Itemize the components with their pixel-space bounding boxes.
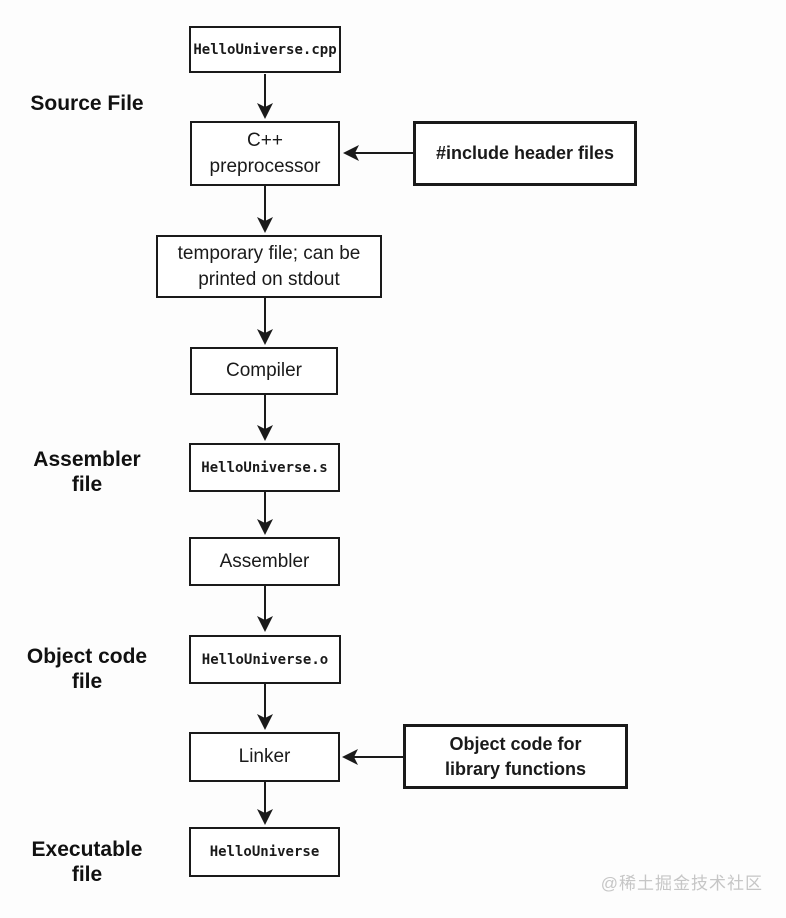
flow-box-compiler-text: Compiler [225,360,303,381]
stage-label-executable-file: Executable file [7,837,167,887]
flow-box-object-file-text: HelloUniverse.o [201,651,329,668]
stage-label-object-code-file: Object code file [7,644,167,694]
flow-box-linker-text: Linker [238,746,291,767]
flow-box-preprocessor: C++ preprocessor [190,121,340,186]
stage-label-source-file-line1: Source File [30,92,144,115]
flow-box-assembler-file-text: HelloUniverse.s [201,459,328,476]
stage-label-assembler-file-line1: Assembler [33,448,141,471]
side-box-include-headers-text: #include header files [435,143,615,163]
watermark-text: @稀土掘金技术社区 [600,874,763,893]
flow-box-object-file: HelloUniverse.o [189,635,341,684]
flow-box-compiler: Compiler [190,347,338,395]
flow-box-temp-file-text: temporary file; can be printed on stdout [177,242,361,290]
stage-label-object-code-file-line1: Object code [26,645,148,668]
flow-box-executable-text: HelloUniverse [209,844,320,860]
flow-box-linker: Linker [189,732,340,782]
flow-box-source-file: HelloUniverse.cpp [189,26,341,73]
stage-label-object-code-file-line2: file [71,670,103,693]
flow-box-assembler-file: HelloUniverse.s [189,443,340,492]
side-box-include-headers: #include header files [413,121,637,186]
flow-box-assembler: Assembler [189,537,340,586]
stage-label-assembler-file-line2: file [71,473,103,496]
stage-label-executable-file-line2: file [71,863,103,886]
flow-box-preprocessor-text: C++ preprocessor [209,129,321,177]
side-box-library-object-code-text: Object code for library functions [444,733,587,779]
flow-box-assembler-text: Assembler [219,550,310,572]
flow-box-temp-file: temporary file; can be printed on stdout [156,235,382,298]
stage-label-executable-file-line1: Executable [31,838,143,861]
side-box-library-object-code: Object code for library functions [403,724,628,789]
stage-label-source-file: Source File [7,91,167,116]
stage-label-assembler-file: Assembler file [7,447,167,497]
flow-box-source-file-text: HelloUniverse.cpp [193,41,337,58]
flow-box-executable: HelloUniverse [189,827,340,877]
